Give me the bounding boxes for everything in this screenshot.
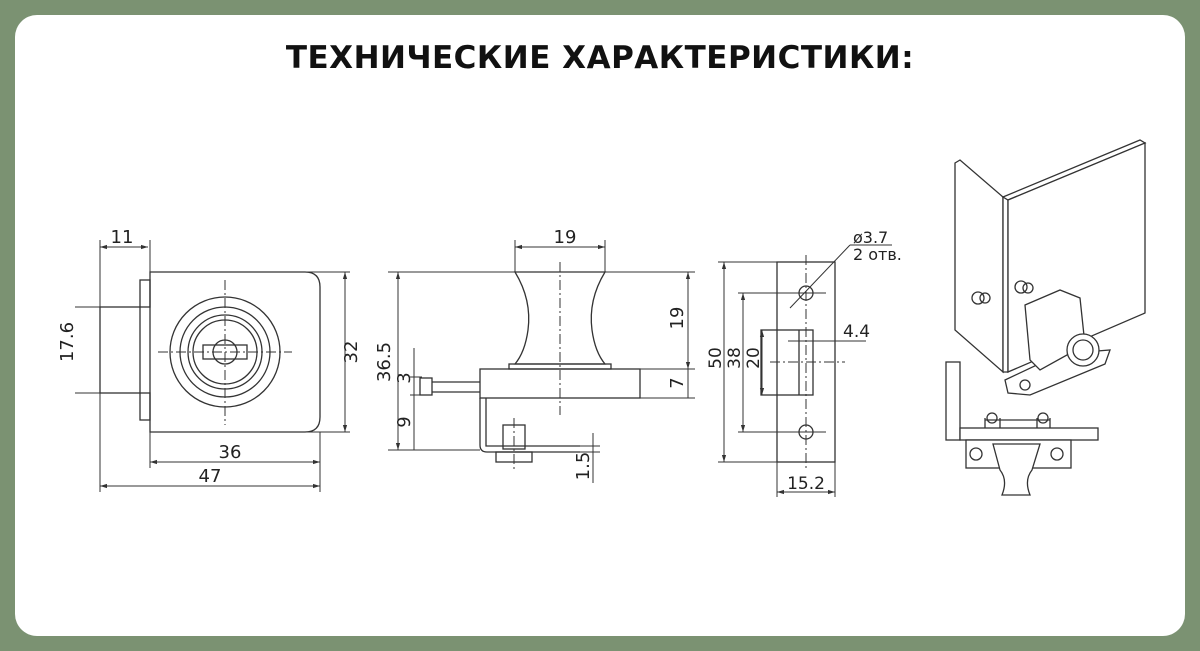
- dim-slot-width: 4.4: [843, 322, 870, 342]
- dim-hole-diameter: ø3.7: [853, 228, 888, 247]
- dim-plate-width: 15.2: [787, 474, 825, 494]
- dim-pin: 3: [394, 372, 415, 383]
- dim-total-height: 36.5: [374, 342, 395, 382]
- dim-hole-count: 2 отв.: [853, 245, 902, 264]
- dim-lower: 9: [394, 416, 415, 427]
- dim-plate-height: 50: [706, 347, 726, 369]
- page-title: ТЕХНИЧЕСКИЕ ХАРАКТЕРИСТИКИ:: [285, 40, 915, 76]
- side-view: 19 36.5 3 9 19 7 1.5: [374, 227, 695, 483]
- dim-body-width: 36: [219, 442, 242, 463]
- dim-base: 7: [667, 377, 688, 388]
- dim-bolt-height: 17.6: [57, 322, 78, 362]
- front-view: 11 17.6 32 36 47: [57, 227, 362, 492]
- dim-knob-width: 19: [554, 227, 577, 248]
- isometric-view: [945, 139, 1147, 496]
- strike-plate-view: ø3.7 2 отв. 4.4 50 38 20 15.2: [706, 228, 902, 497]
- dim-flange-width: 11: [111, 227, 134, 248]
- dim-slot-height: 20: [744, 347, 764, 369]
- dim-height: 32: [341, 341, 362, 364]
- dim-hole-spacing: 38: [725, 347, 745, 369]
- dim-knob-height: 19: [667, 307, 688, 330]
- dim-plate: 1.5: [573, 452, 594, 481]
- dim-total-width: 47: [199, 466, 222, 487]
